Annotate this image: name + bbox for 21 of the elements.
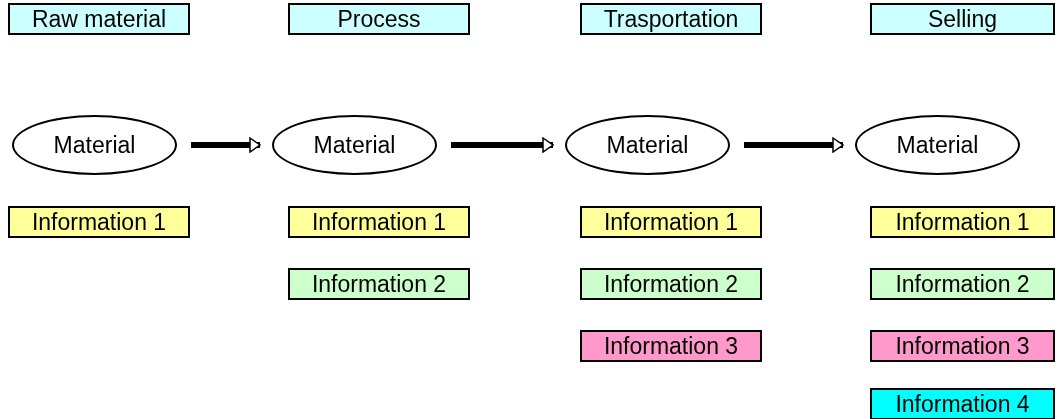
- arrow: [744, 137, 844, 153]
- information-box: Information 1: [870, 206, 1055, 238]
- information-box: Information 3: [580, 330, 762, 362]
- information-box: Information 1: [8, 206, 190, 238]
- material-ellipse: Material: [855, 115, 1020, 175]
- information-box: Information 2: [580, 268, 762, 300]
- material-ellipse: Material: [12, 115, 177, 175]
- information-box: Information 2: [870, 268, 1055, 300]
- information-box: Information 3: [870, 330, 1055, 362]
- information-box: Information 4: [870, 388, 1055, 419]
- material-ellipse: Material: [565, 115, 730, 175]
- arrow: [451, 137, 554, 153]
- stage-header: Process: [288, 3, 470, 35]
- information-box: Information 1: [288, 206, 470, 238]
- stage-header: Trasportation: [580, 3, 762, 35]
- information-box: Information 2: [288, 268, 470, 300]
- stage-header: Raw material: [8, 3, 190, 35]
- material-ellipse: Material: [272, 115, 437, 175]
- arrow: [191, 137, 261, 153]
- stage-header: Selling: [870, 3, 1055, 35]
- information-box: Information 1: [580, 206, 762, 238]
